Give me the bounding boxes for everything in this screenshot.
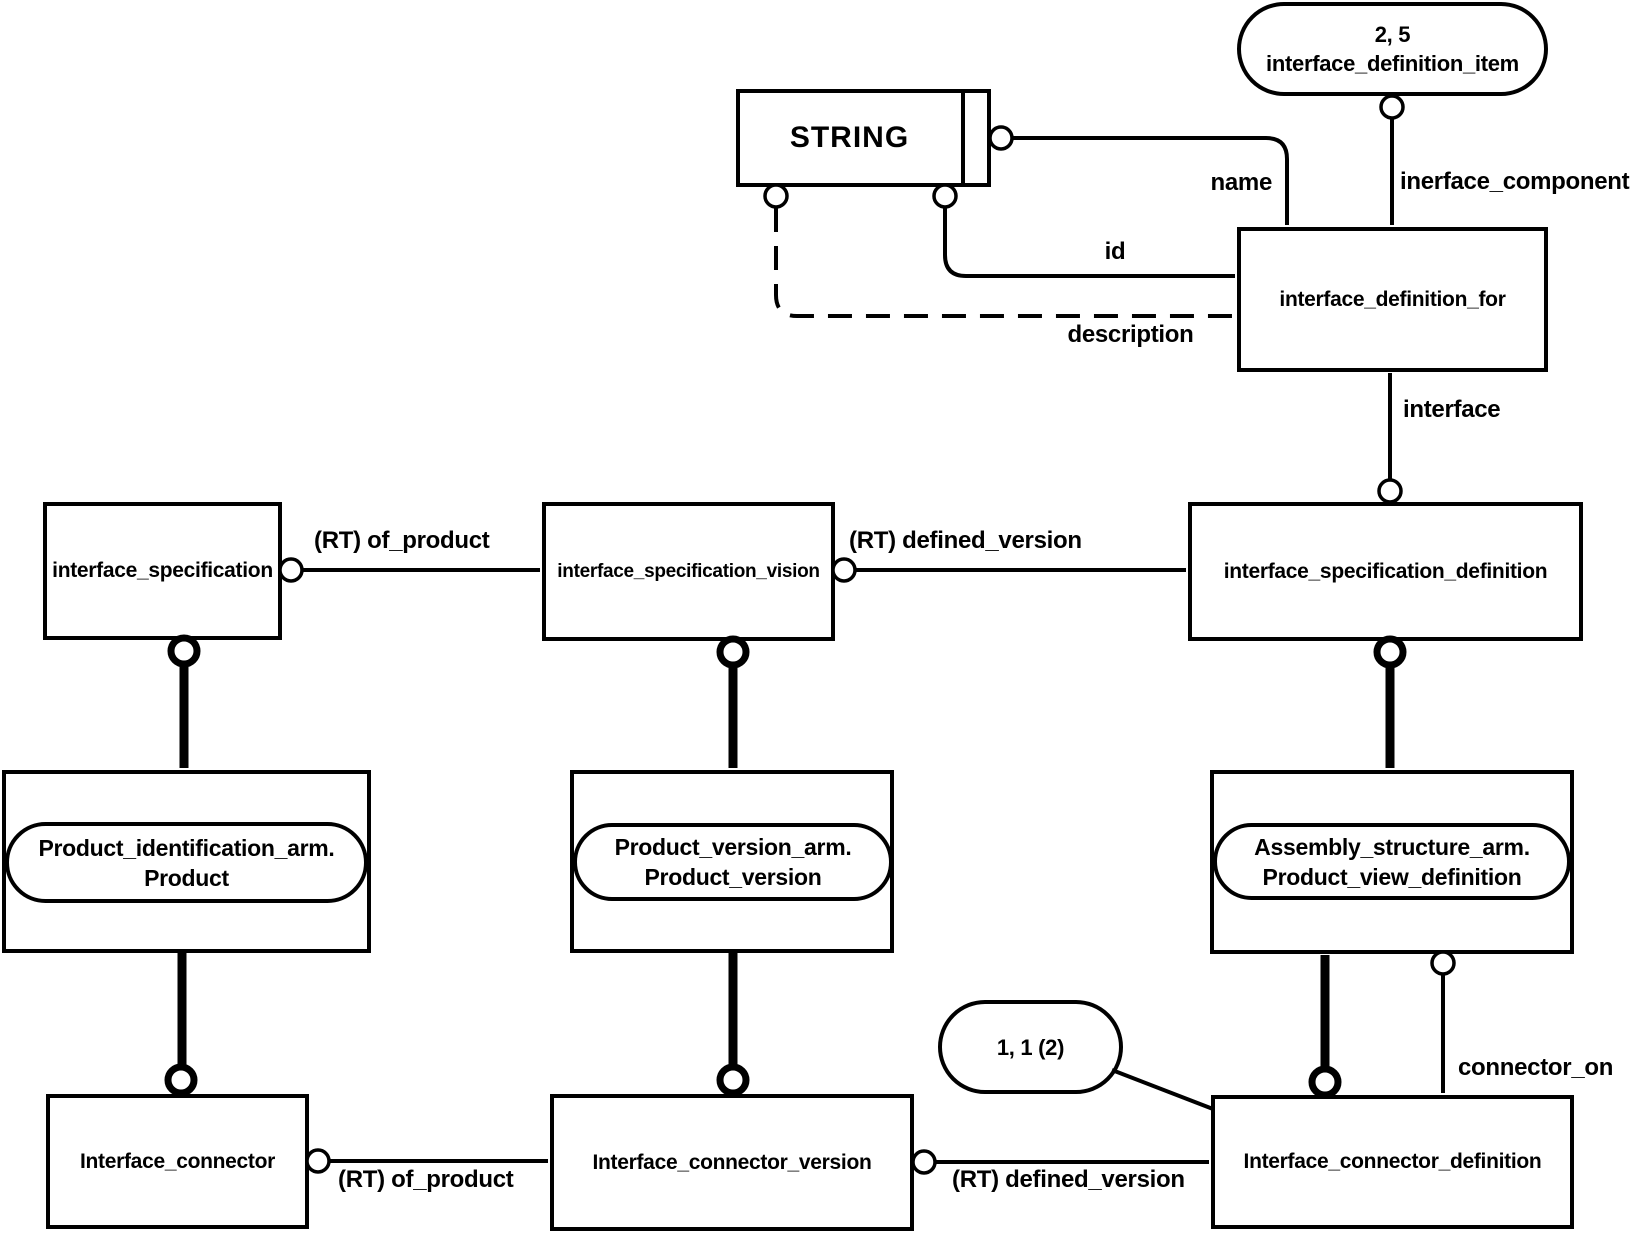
entity-interface-connector-definition-label: Interface_connector_definition — [1243, 1150, 1542, 1173]
arm-ref-entity: Product_view_definition — [1262, 863, 1522, 890]
page-ref-leader-line — [1111, 1068, 1214, 1111]
entity-interface-specification: interface_specification — [43, 502, 282, 640]
terminator-interface — [1377, 478, 1403, 504]
arm-ref-schema: Product_version_arm. — [614, 834, 852, 860]
terminator-string-description — [763, 183, 789, 209]
entity-interface-definition-for: interface_definition_for — [1237, 227, 1548, 372]
arm-ref-schema: Assembly_structure_arm. — [1254, 833, 1530, 860]
entity-interface-specification-vision-label: interface_specification_vision — [557, 560, 820, 582]
attr-label-name: name — [1210, 169, 1273, 196]
arm-ref-product-view-definition: Assembly_structure_arm. Product_view_def… — [1213, 823, 1571, 900]
terminator-vision-arm — [716, 635, 750, 669]
terminator-string-id — [932, 183, 958, 209]
arm-ref-entity: Product — [144, 864, 229, 891]
entity-interface-specification-vision: interface_specification_vision — [542, 502, 835, 641]
page-ref-interface-definition-item: 2, 5 interface_definition_item — [1237, 2, 1548, 96]
attr-label-of-product-bottom: (RT) of_product — [338, 1166, 514, 1193]
page-ref-numbers: 2, 5 — [1374, 22, 1411, 47]
terminator-definition-item — [1379, 94, 1405, 120]
terminator-defined-version-bottom — [911, 1149, 937, 1175]
attr-label-of-product-top: (RT) of_product — [314, 527, 490, 554]
entity-interface-connector-version-label: Interface_connector_version — [592, 1150, 872, 1174]
entity-interface-specification-definition: interface_specification_definition — [1188, 502, 1583, 641]
terminator-connector-definition — [1308, 1065, 1342, 1099]
entity-interface-connector-definition: Interface_connector_definition — [1211, 1095, 1574, 1229]
terminator-of-product-bottom — [305, 1148, 331, 1174]
attr-label-defined-version-bottom: (RT) defined_version — [952, 1166, 1185, 1193]
terminator-connector-on — [1430, 950, 1456, 976]
terminator-string-name — [988, 125, 1014, 151]
attr-label-connector-on: connector_on — [1458, 1054, 1614, 1081]
terminator-connector-version — [716, 1063, 750, 1097]
terminator-defined-version-top — [831, 557, 857, 583]
entity-interface-connector-version: Interface_connector_version — [550, 1094, 914, 1231]
entity-string-type: STRING — [736, 89, 991, 187]
attr-label-interface: interface — [1403, 396, 1501, 423]
attr-label-interface-component: inerface_component — [1400, 168, 1630, 195]
terminator-of-product-top — [278, 557, 304, 583]
arm-ref-schema: Product_identification_arm. — [38, 834, 335, 861]
page-ref-numbers: 1, 1 (2) — [996, 1034, 1065, 1060]
entity-interface-definition-for-label: interface_definition_for — [1279, 287, 1506, 311]
arm-ref-product-version: Product_version_arm. Product_version — [573, 823, 893, 901]
attr-label-defined-version-top: (RT) defined_version — [849, 527, 1082, 554]
arm-ref-entity: Product_version — [644, 864, 822, 890]
attr-label-description: description — [1067, 321, 1194, 348]
page-ref-1-1-2: 1, 1 (2) — [938, 1000, 1123, 1094]
terminator-connector — [164, 1063, 198, 1097]
entity-interface-specification-label: interface_specification — [52, 559, 273, 582]
edge-description-dashed — [774, 208, 1235, 318]
terminator-definition-arm — [1373, 635, 1407, 669]
entity-string-label: STRING — [789, 121, 910, 154]
arm-ref-product-identification: Product_identification_arm. Product — [5, 822, 368, 903]
entity-interface-connector: Interface_connector — [46, 1094, 309, 1229]
page-ref-entity: interface_definition_item — [1266, 51, 1519, 76]
attr-label-id: id — [1104, 238, 1126, 265]
entity-interface-specification-definition-label: interface_specification_definition — [1223, 559, 1548, 583]
terminator-spec-arm — [167, 634, 201, 668]
entity-interface-connector-label: Interface_connector — [79, 1149, 276, 1173]
